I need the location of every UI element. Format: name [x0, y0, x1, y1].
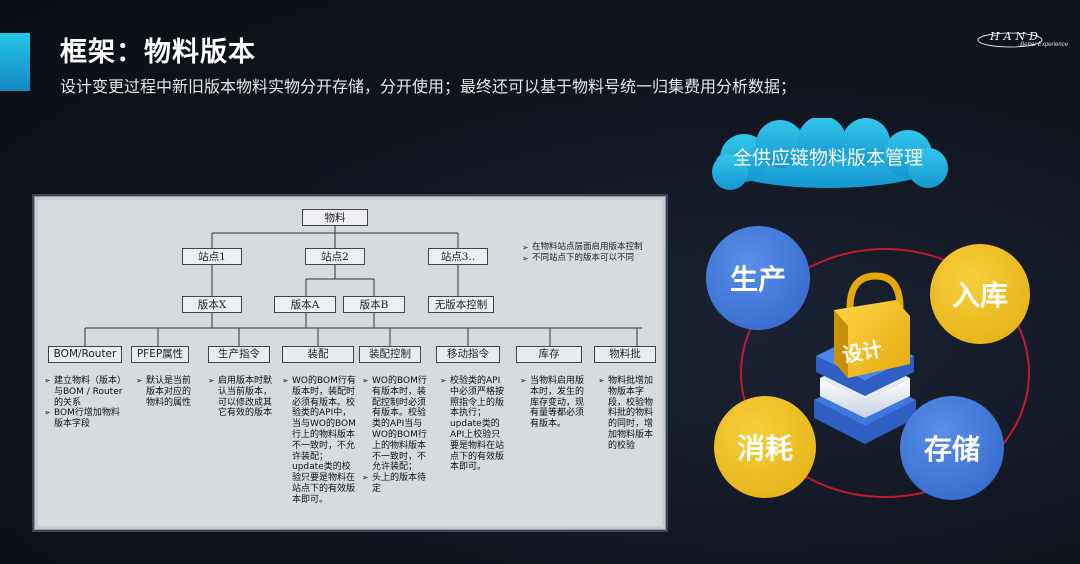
desc-assembly-control: WO的BOM行有版本时，装配控制时必须有版本。校验类的API当与WO的BOM行上…: [362, 376, 428, 495]
desc-item: 校验类的API中必须严格按照指令上的版本执行；update类的API上校验只要是…: [440, 376, 506, 473]
design-lock-server-icon: [814, 272, 916, 444]
site-node-2: 站点2: [305, 248, 365, 265]
version-node-a: 版本A: [274, 296, 336, 313]
circle-consumption: 消耗: [714, 396, 816, 498]
diagram-connectors: [84, 225, 642, 346]
version-node-none: 无版本控制: [428, 296, 494, 313]
material-root-node: 物料: [302, 209, 368, 226]
category-inventory: 库存: [516, 346, 582, 363]
category-material-lot: 物料批: [594, 346, 656, 363]
category-pfep: PFEP属性: [131, 346, 189, 363]
desc-assembly: WO的BOM行有版本时，装配时必须有版本。校验类的API中，当与WO的BOM行上…: [282, 376, 358, 506]
category-move-order: 移动指令: [436, 346, 500, 363]
hand-logo: [977, 32, 1043, 48]
org-diagram-panel: 物料 站点1 站点2 站点3.. 版本X 版本A 版本B 无版本控制 在物料站点…: [32, 194, 668, 532]
note-item: 不同站点下的版本可以不同: [522, 253, 643, 264]
category-assembly-control: 装配控制: [359, 346, 421, 363]
logo-tagline: Better Experience: [1020, 42, 1068, 48]
desc-item: WO的BOM行有版本时，装配时必须有版本。校验类的API中，当与WO的BOM行上…: [282, 376, 358, 506]
desc-item: BOM行增加物料版本字段: [44, 408, 126, 430]
cloud-shape: [712, 118, 948, 190]
page-title: 框架：物料版本: [60, 37, 256, 68]
desc-item: 启用版本时默认当前版本，可以修改成其它有效的版本: [208, 376, 272, 419]
desc-production-order: 启用版本时默认当前版本，可以修改成其它有效的版本: [208, 376, 272, 419]
site-node-1: 站点1: [182, 248, 242, 265]
category-bom-router: BOM/Router: [48, 346, 122, 363]
desc-item: 建立物料（版本）与BOM / Router的关系: [44, 376, 126, 408]
note-item: 在物料站点层面启用版本控制: [522, 242, 643, 253]
logo-text: HAND: [990, 30, 1042, 43]
category-production-order: 生产指令: [208, 346, 270, 363]
circle-warehousing: 入库: [930, 244, 1030, 344]
version-node-x: 版本X: [182, 296, 242, 313]
site-node-3: 站点3..: [428, 248, 488, 265]
desc-item: 物料批增加物版本字段，校验物料批的物料的同时，增加物料版本的校验: [598, 376, 658, 452]
title-accent-bar: [0, 33, 30, 91]
desc-inventory: 当物料启用版本时，发生的库存变动，现有量等都必须有版本。: [520, 376, 586, 430]
desc-pfep: 默认是当前版本对应的物料的属性: [136, 376, 196, 408]
desc-bom-router: 建立物料（版本）与BOM / Router的关系 BOM行增加物料版本字段: [44, 376, 126, 430]
desc-move-order: 校验类的API中必须严格按照指令上的版本执行；update类的API上校验只要是…: [440, 376, 506, 473]
page-subtitle: 设计变更过程中新旧版本物料实物分开存储，分开使用；最终还可以基于物料号统一归集费…: [60, 77, 797, 96]
diagram-canvas: 物料 站点1 站点2 站点3.. 版本X 版本A 版本B 无版本控制 在物料站点…: [38, 200, 662, 526]
circle-production: 生产: [706, 226, 810, 330]
desc-item: 头上的版本待定: [362, 473, 428, 495]
circle-storage: 存储: [900, 396, 1004, 500]
diagram-notes: 在物料站点层面启用版本控制 不同站点下的版本可以不同: [522, 242, 643, 264]
desc-item: WO的BOM行有版本时，装配控制时必须有版本。校验类的API当与WO的BOM行上…: [362, 376, 428, 473]
desc-item: 默认是当前版本对应的物料的属性: [136, 376, 196, 408]
category-assembly: 装配: [282, 346, 354, 363]
lifecycle-ring: [740, 248, 1030, 498]
desc-material-lot: 物料批增加物版本字段，校验物料批的物料的同时，增加物料版本的校验: [598, 376, 658, 452]
cloud-label: 全供应链物料版本管理: [732, 147, 923, 169]
version-node-b: 版本B: [343, 296, 405, 313]
desc-item: 当物料启用版本时，发生的库存变动，现有量等都必须有版本。: [520, 376, 586, 430]
